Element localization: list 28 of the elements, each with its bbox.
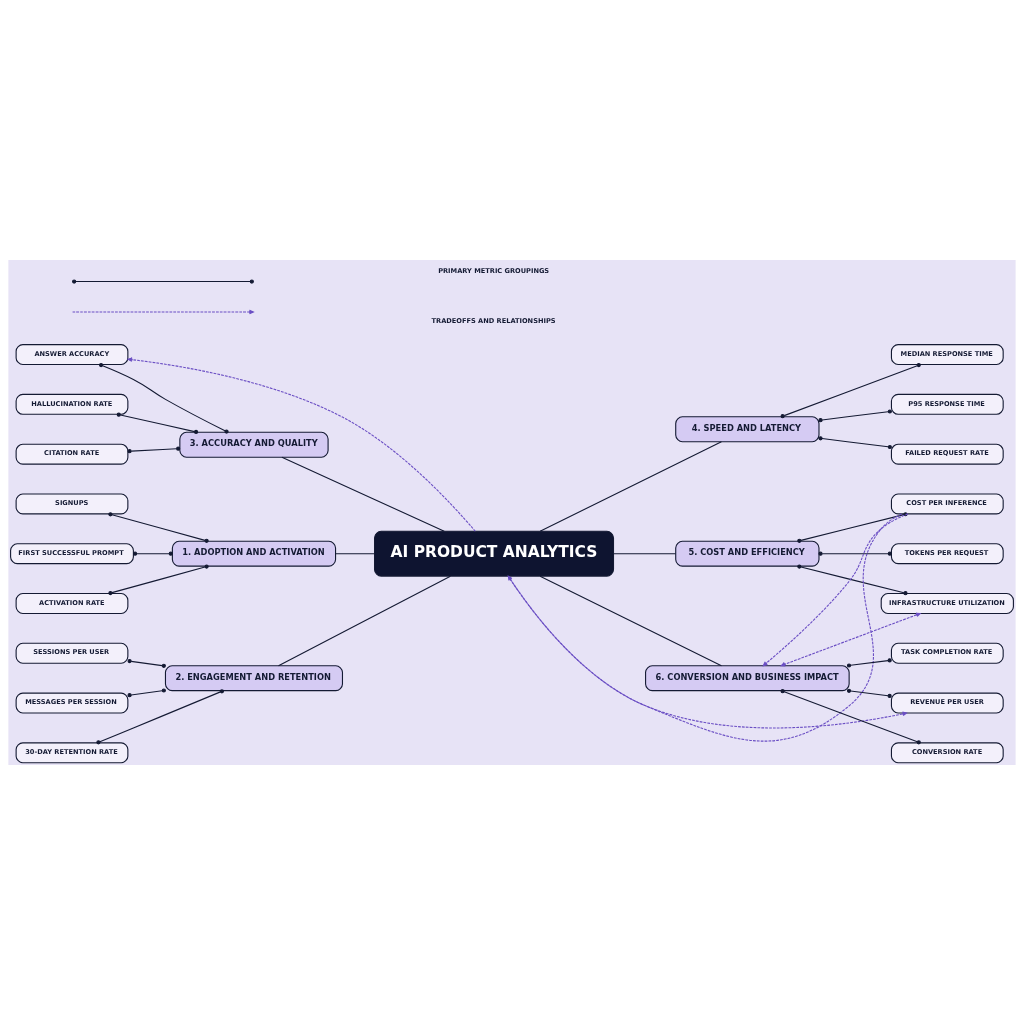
connector bbox=[96, 688, 224, 744]
node-box: AI PRODUCT ANALYTICS bbox=[374, 530, 615, 577]
connector bbox=[281, 456, 445, 532]
arrow bbox=[507, 512, 903, 742]
connector bbox=[613, 552, 677, 554]
connector bbox=[116, 412, 199, 434]
connector bbox=[539, 440, 722, 532]
connector bbox=[277, 575, 451, 666]
connector bbox=[132, 551, 173, 556]
connector bbox=[818, 551, 892, 556]
connector bbox=[127, 687, 166, 697]
connector bbox=[846, 657, 892, 668]
connector bbox=[818, 408, 892, 422]
arrow bbox=[127, 356, 476, 532]
connector bbox=[818, 435, 892, 449]
connector bbox=[335, 552, 375, 554]
connector bbox=[108, 511, 209, 543]
connector bbox=[846, 688, 892, 698]
connector bbox=[539, 575, 722, 666]
connector bbox=[127, 446, 181, 453]
arrow bbox=[507, 575, 908, 728]
connector bbox=[780, 688, 921, 744]
connector bbox=[108, 564, 209, 595]
connector bbox=[780, 362, 921, 418]
connector bbox=[98, 362, 229, 434]
arrow bbox=[780, 612, 921, 666]
connector bbox=[127, 658, 166, 668]
connector bbox=[797, 563, 908, 595]
